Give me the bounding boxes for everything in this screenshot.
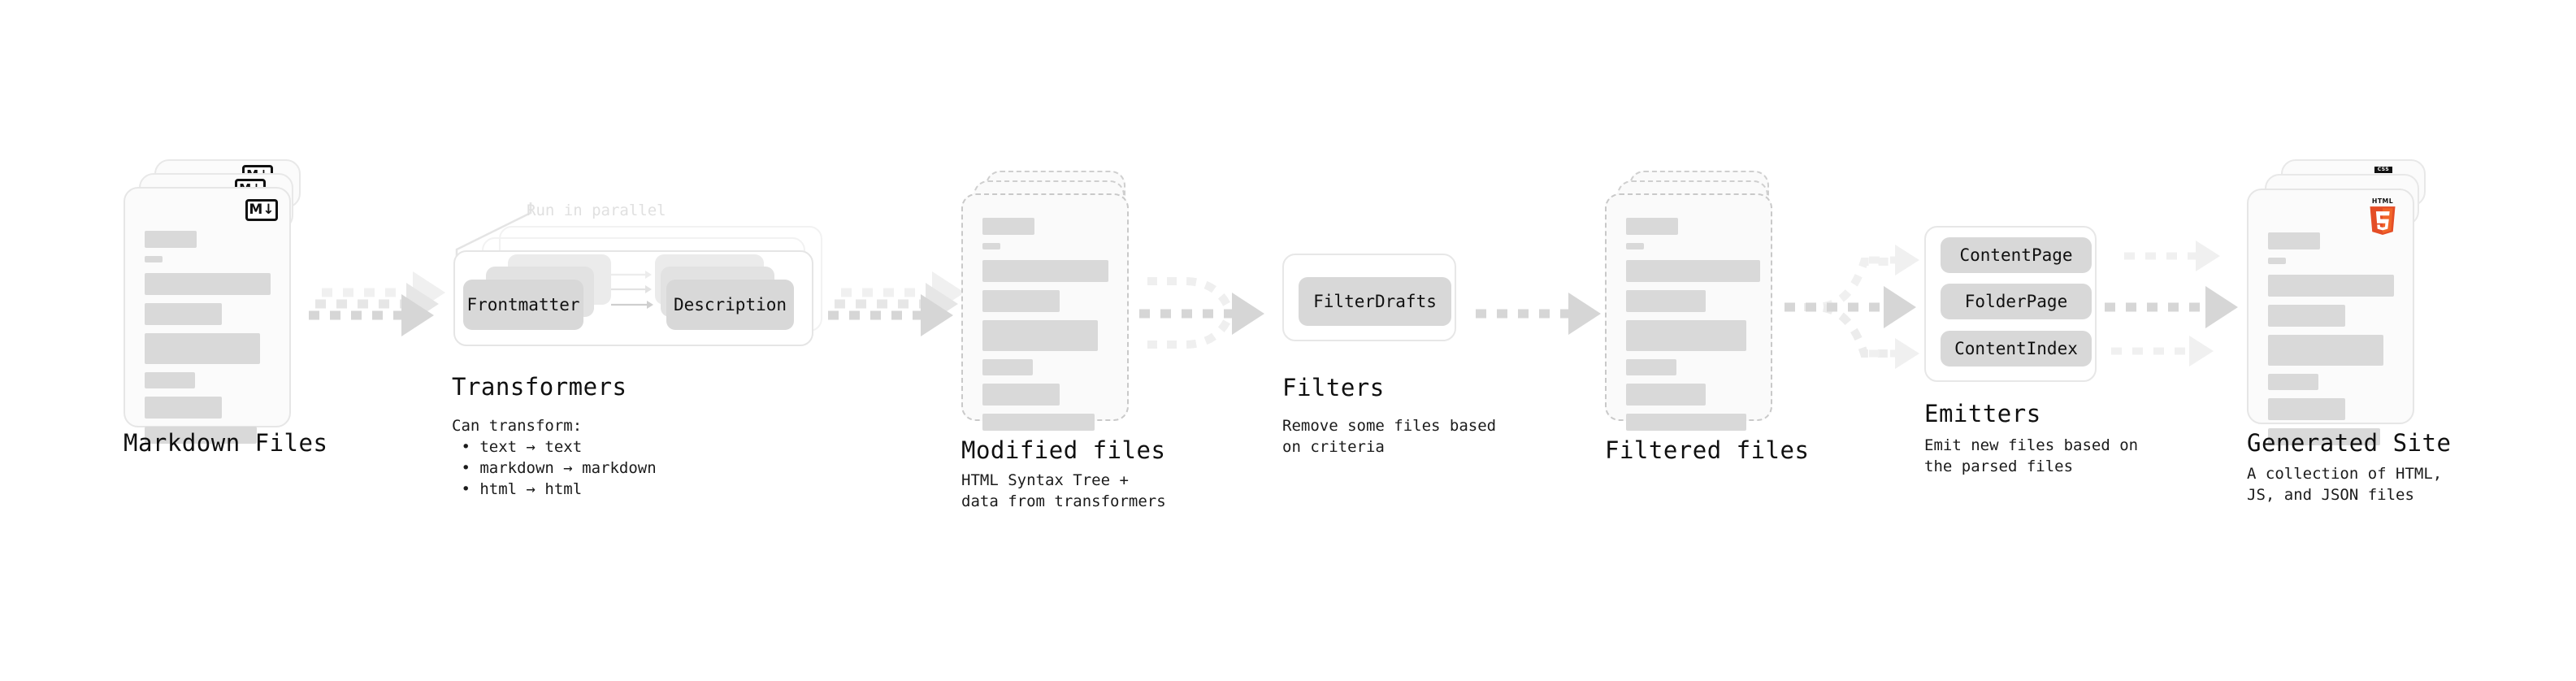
site-placeholder-lines <box>2268 232 2395 453</box>
filtered-file-stack <box>1605 171 1784 439</box>
arrow-filtered-to-emitters-top <box>1869 244 1942 276</box>
site-card-front: HTML <box>2247 189 2414 445</box>
generated-site-stack: CSS HTML <box>2247 159 2434 445</box>
stage-desc-generated-site: A collection of HTML, JS, and JSON files <box>2247 465 2443 504</box>
modified-file-stack <box>961 171 1140 439</box>
emitter-node-folderpage[interactable]: FolderPage <box>1941 284 2092 319</box>
stage-label-transformers: Transformers <box>452 373 627 401</box>
arrow-transformers-to-modified <box>828 294 962 336</box>
stage-label-filters: Filters <box>1282 374 1385 401</box>
modified-card-front <box>961 193 1129 431</box>
stage-desc-emitters: Emit new files based on the parsed files <box>1924 436 2139 475</box>
arrow-filters-to-filtered <box>1476 293 1610 335</box>
stage-desc-transformers: Can transform: • text → text • markdown … <box>452 417 657 498</box>
stage-label-filtered-files: Filtered files <box>1605 436 1810 464</box>
stage-label-emitters: Emitters <box>1924 400 2041 427</box>
stage-desc-filters: Remove some files based on criteria <box>1282 417 1497 456</box>
transformer-node-frontmatter[interactable]: Frontmatter <box>463 280 583 330</box>
svg-text:HTML: HTML <box>2372 197 2393 205</box>
stage-desc-modified-files: HTML Syntax Tree + data from transformer… <box>961 471 1166 510</box>
markdown-icon: M↓ <box>245 199 278 221</box>
transformer-node-description[interactable]: Description <box>666 280 794 330</box>
arrow-filtered-to-emitters-bottom <box>1869 337 1942 370</box>
run-in-parallel-label: Run in parallel <box>527 202 666 219</box>
arrow-emitters-to-site-bottom <box>2111 335 2237 367</box>
markdown-placeholder-lines <box>145 231 271 452</box>
html5-icon: HTML <box>2370 197 2396 235</box>
arrow-modified-to-filters <box>1139 293 1273 335</box>
stage-label-generated-site: Generated Site <box>2247 429 2452 457</box>
filter-node-filterdrafts[interactable]: FilterDrafts <box>1299 277 1451 326</box>
arrow-emitters-to-site-top <box>2124 240 2242 272</box>
arrow-filtered-to-emitters-mid <box>1785 286 1927 328</box>
filtered-card-front <box>1605 193 1772 431</box>
arrow-markdown-to-transformers <box>309 294 443 336</box>
stage-label-markdown-files: Markdown Files <box>124 429 328 457</box>
emitter-node-contentpage[interactable]: ContentPage <box>1941 237 2092 273</box>
emitter-node-contentindex[interactable]: ContentIndex <box>1941 331 2092 367</box>
css3-icon-label: CSS <box>2374 167 2392 173</box>
stage-label-modified-files: Modified files <box>961 436 1166 464</box>
markdown-card-front: M↓ <box>124 187 291 444</box>
filtered-placeholder-lines <box>1626 218 1760 439</box>
markdown-file-stack: M↓ M↓ M↓ <box>124 159 302 444</box>
modified-placeholder-lines <box>982 218 1109 439</box>
arrow-emitters-to-site-mid <box>2105 286 2249 328</box>
